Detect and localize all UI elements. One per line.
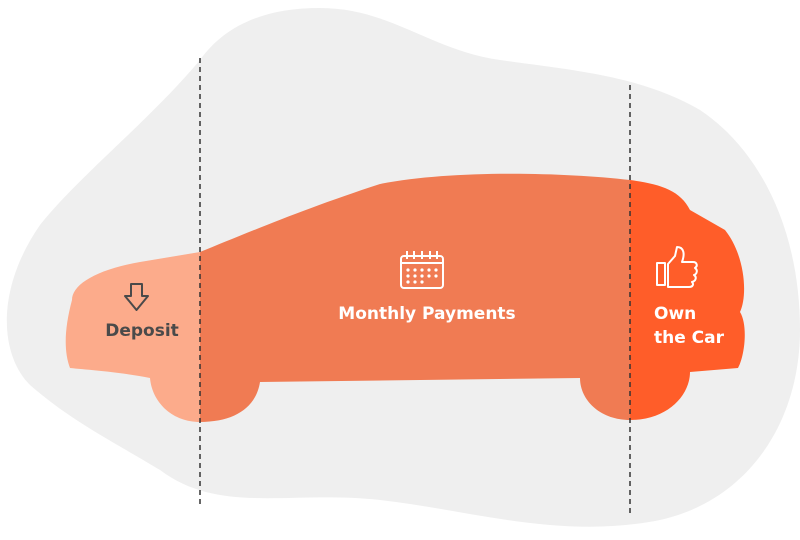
down-arrow-icon <box>124 283 149 311</box>
calendar-icon <box>400 251 444 289</box>
monthly-payments-label: Monthly Payments <box>338 304 515 324</box>
own-the-car-label-line2: the Car <box>654 328 725 348</box>
deposit-label: Deposit <box>105 321 179 341</box>
own-the-car-label-line1: Own <box>654 304 696 324</box>
thumbs-up-icon <box>656 246 698 288</box>
